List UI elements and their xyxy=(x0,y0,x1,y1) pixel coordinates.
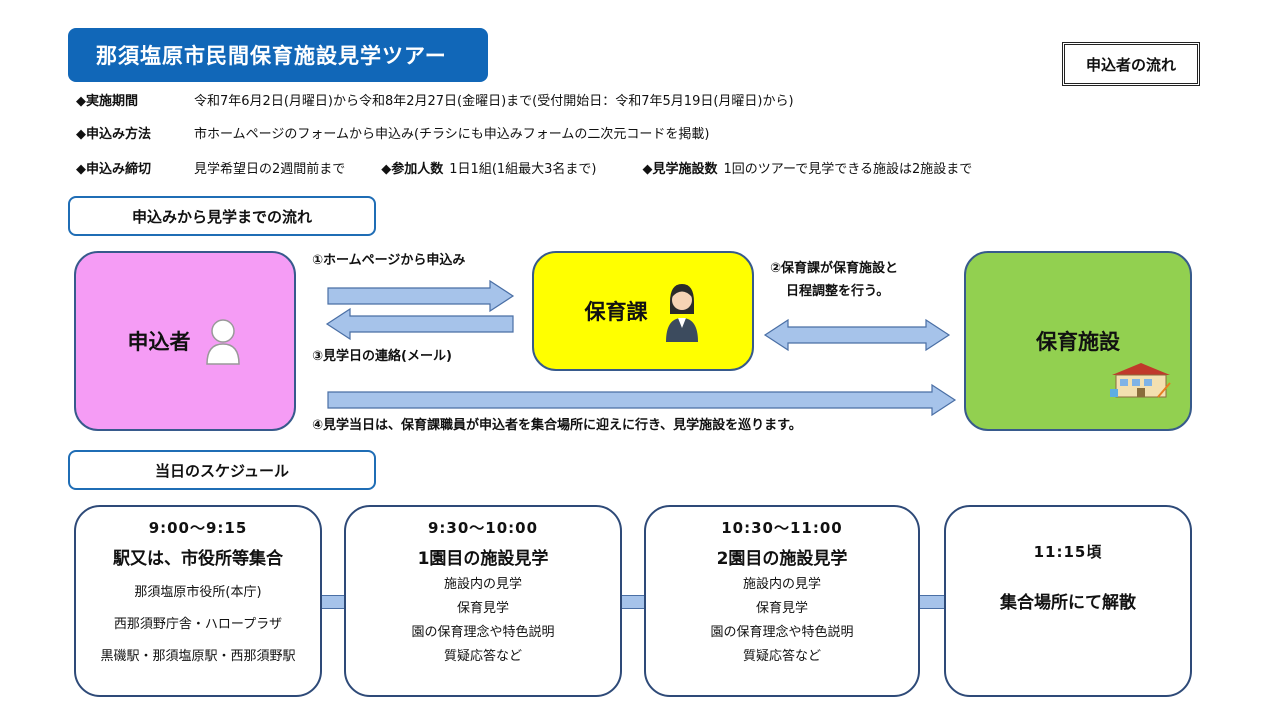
schedule-time: 9:00〜9:15 xyxy=(148,519,248,537)
deadline-label: ◆申込み締切 xyxy=(76,162,151,177)
schedule-section-label: 当日のスケジュール xyxy=(68,450,376,490)
facilities-value: 1回のツアーで見学できる施設は2施設まで xyxy=(723,162,973,177)
arrow-step4 xyxy=(327,383,957,417)
staff-icon xyxy=(665,284,698,342)
hoiku-ka-box: 保育課 xyxy=(532,251,754,371)
building-icon xyxy=(1110,363,1171,398)
schedule-line: 施設内の見学 xyxy=(742,577,821,592)
schedule-title: 駅又は、市役所等集合 xyxy=(113,549,283,569)
schedule-card: 10:30〜11:00 2園目の施設見学 施設内の見学 保育見学 園の保育理念や… xyxy=(644,505,920,697)
info-period: ◆実施期間 令和7年6月2日(月曜日)から令和8年2月27日(金曜日)まで(受付… xyxy=(76,90,794,109)
schedule-line: 西那須野庁舎・ハロープラザ xyxy=(113,617,283,632)
schedule-line: 施設内の見学 xyxy=(443,577,522,592)
step3-label: ③見学日の連絡(メール) xyxy=(312,349,452,364)
schedule-line: 園の保育理念や特色説明 xyxy=(710,625,854,640)
applicant-label: 申込者 xyxy=(127,330,191,354)
step4-label: ④見学当日は、保育課職員が申込者を集合場所に迎えに行き、見学施設を巡ります。 xyxy=(312,418,802,433)
schedule-time: 10:30〜11:00 xyxy=(721,519,843,537)
participants-value: 1日1組(1組最大3名まで) xyxy=(449,162,597,177)
schedule-connector xyxy=(320,595,346,609)
schedule-line: 質疑応答など xyxy=(443,649,522,664)
info-deadline: ◆申込み締切 見学希望日の2週間前まで ◆参加人数 1日1組(1組最大3名まで)… xyxy=(76,158,972,177)
hoiku-ka-label: 保育課 xyxy=(584,300,648,324)
schedule-title: 1園目の施設見学 xyxy=(417,549,549,569)
schedule-line: 質疑応答など xyxy=(742,649,821,664)
flow-tag: 申込者の流れ xyxy=(1062,42,1200,86)
applicant-box: 申込者 xyxy=(74,251,296,431)
schedule-line: 園の保育理念や特色説明 xyxy=(411,625,555,640)
period-value: 令和7年6月2日(月曜日)から令和8年2月27日(金曜日)まで(受付開始日：令和… xyxy=(194,94,794,109)
schedule-title: 2園目の施設見学 xyxy=(716,549,848,569)
method-value: 市ホームページのフォームから申込み(チラシにも申込みフォームの二次元コードを掲載… xyxy=(194,127,710,142)
schedule-card: 9:00〜9:15 駅又は、市役所等集合 那須塩原市役所(本庁) 西那須野庁舎・… xyxy=(74,505,322,697)
page-title: 那須塩原市民間保育施設見学ツアー xyxy=(68,28,488,82)
method-label: ◆申込み方法 xyxy=(76,127,151,142)
schedule-connector xyxy=(620,595,646,609)
flow-section-label: 申込みから見学までの流れ xyxy=(68,196,376,236)
step2-label-line1: ②保育課が保育施設と xyxy=(770,261,899,276)
schedule-line: 黒磯駅・那須塩原駅・西那須野駅 xyxy=(100,649,296,664)
schedule-time: 11:15頃 xyxy=(1033,543,1103,561)
period-label: ◆実施期間 xyxy=(76,94,138,109)
schedule-line: 保育見学 xyxy=(456,601,509,616)
schedule-line: 那須塩原市役所(本庁) xyxy=(134,585,262,600)
step1-label: ①ホームページから申込み xyxy=(312,253,466,268)
schedule-time: 9:30〜10:00 xyxy=(427,519,539,537)
facility-box: 保育施設 xyxy=(964,251,1192,431)
schedule-connector xyxy=(918,595,946,609)
arrow-step3 xyxy=(325,307,514,341)
schedule-card: 11:15頃 集合場所にて解散 xyxy=(944,505,1192,697)
participants-label: ◆参加人数 xyxy=(381,162,444,177)
deadline-value: 見学希望日の2週間前まで xyxy=(194,162,346,177)
step2-label-line2: 日程調整を行う。 xyxy=(786,284,890,299)
facility-label: 保育施設 xyxy=(1036,330,1120,354)
person-icon xyxy=(205,319,240,365)
schedule-line: 保育見学 xyxy=(755,601,808,616)
facilities-label: ◆見学施設数 xyxy=(642,162,718,177)
info-method: ◆申込み方法 市ホームページのフォームから申込み(チラシにも申込みフォームの二次… xyxy=(76,123,709,142)
arrow-step2 xyxy=(763,318,951,352)
arrow-step1 xyxy=(327,279,515,313)
schedule-card: 9:30〜10:00 1園目の施設見学 施設内の見学 保育見学 園の保育理念や特… xyxy=(344,505,622,697)
schedule-title: 集合場所にて解散 xyxy=(1000,593,1136,613)
